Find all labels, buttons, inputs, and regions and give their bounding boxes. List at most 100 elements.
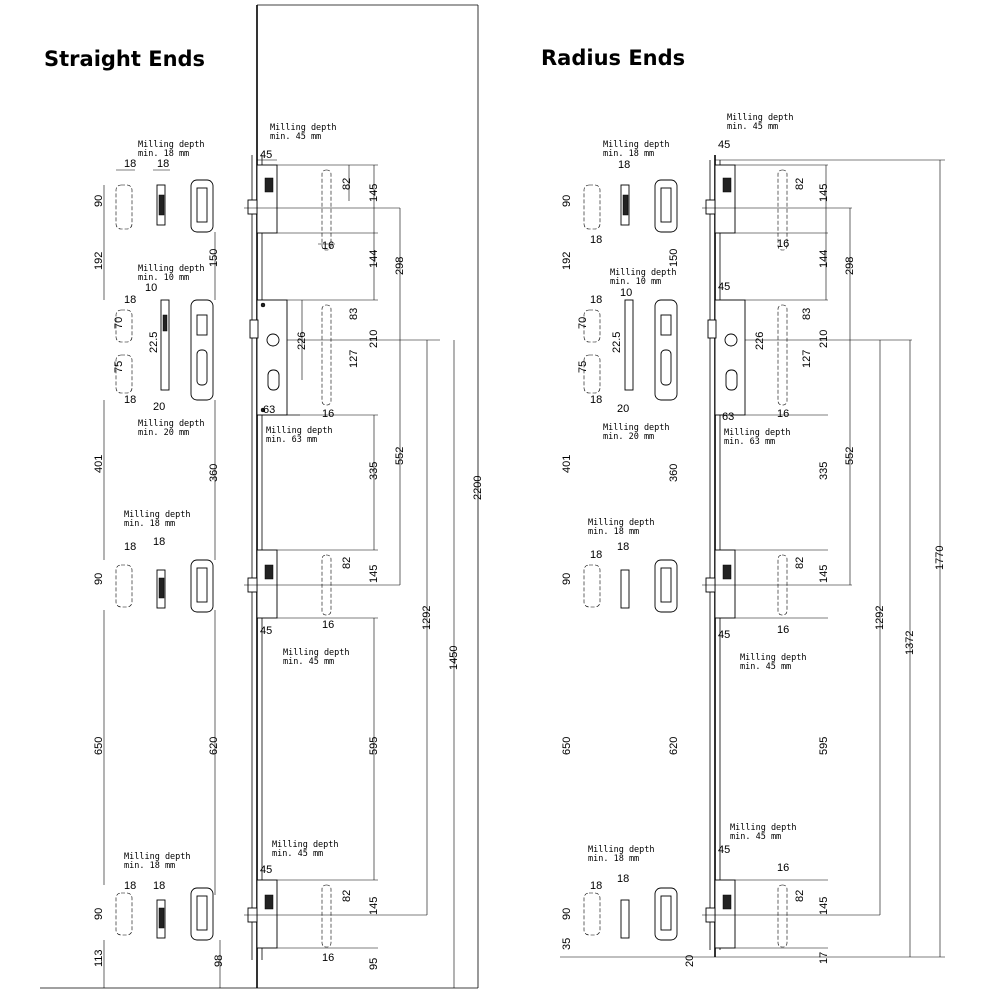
svg-text:18: 18: [617, 873, 629, 885]
middle-hook-lock: [244, 549, 400, 619]
svg-text:18: 18: [124, 394, 136, 406]
svg-text:90: 90: [561, 573, 573, 585]
svg-text:145: 145: [818, 897, 830, 915]
svg-text:90: 90: [561, 195, 573, 207]
main-strike-set-right: [583, 299, 678, 401]
dim-63: 63: [263, 404, 275, 416]
bottom-hook-lock-right: [702, 879, 880, 949]
top-strike-set-right: [583, 179, 678, 233]
radius-ends-drawing: Milling depth min. 45 mm 45 82 145 16 14…: [560, 113, 946, 967]
dim-650: 650: [93, 737, 105, 755]
svg-text:min. 10 mm: min. 10 mm: [138, 273, 189, 283]
svg-text:18: 18: [124, 158, 136, 170]
svg-text:127: 127: [801, 350, 813, 368]
svg-text:10: 10: [145, 282, 157, 294]
svg-text:min. 63 mm: min. 63 mm: [724, 437, 775, 447]
svg-text:45: 45: [718, 139, 730, 151]
dim-90-top: 90: [93, 195, 105, 207]
dim-75: 75: [113, 361, 125, 373]
dim-1292: 1292: [421, 606, 433, 630]
dim-22-5: 22.5: [148, 332, 160, 353]
svg-text:650: 650: [561, 737, 573, 755]
middle-strike-set: [115, 559, 214, 613]
svg-text:18: 18: [124, 541, 136, 553]
dim-210: 210: [368, 330, 380, 348]
bottom-strike-set-right: [583, 887, 678, 941]
svg-text:45: 45: [718, 844, 730, 856]
svg-text:360: 360: [668, 464, 680, 482]
svg-text:63: 63: [722, 411, 734, 423]
svg-text:145: 145: [818, 184, 830, 202]
svg-text:min. 18 mm: min. 18 mm: [124, 519, 175, 529]
svg-text:16: 16: [322, 952, 334, 964]
svg-text:70: 70: [577, 317, 589, 329]
dim-144: 144: [368, 250, 380, 268]
svg-text:298: 298: [844, 257, 856, 275]
svg-text:620: 620: [668, 737, 680, 755]
svg-text:Milling depth: Milling depth: [588, 518, 655, 528]
svg-text:min. 45 mm: min. 45 mm: [272, 849, 323, 859]
straight-ends-drawing: 45 Milling depth min. 45 mm 82 145 16 Mi…: [40, 4, 484, 989]
svg-text:Milling depth: Milling depth: [610, 268, 677, 278]
svg-text:min. 45 mm: min. 45 mm: [730, 832, 781, 842]
dim-113: 113: [93, 949, 105, 967]
svg-text:45: 45: [718, 629, 730, 641]
svg-text:Milling depth: Milling depth: [603, 423, 670, 433]
svg-text:595: 595: [818, 737, 830, 755]
dim-401: 401: [93, 455, 105, 473]
svg-text:18: 18: [590, 294, 602, 306]
svg-text:18: 18: [590, 549, 602, 561]
middle-hook-lock-right: [702, 549, 852, 619]
svg-text:144: 144: [818, 250, 830, 268]
dim-620: 620: [208, 737, 220, 755]
top-hook-lock-right: [702, 164, 852, 300]
svg-text:18: 18: [153, 536, 165, 548]
svg-text:90: 90: [93, 908, 105, 920]
dim-45-top: 45: [260, 149, 272, 161]
svg-text:18: 18: [124, 294, 136, 306]
svg-text:18: 18: [153, 880, 165, 892]
dim-226: 226: [296, 332, 308, 350]
dim-95: 95: [368, 958, 380, 970]
svg-text:Milling depth: Milling depth: [727, 113, 794, 123]
dim-127: 127: [348, 350, 360, 368]
dim-98: 98: [213, 955, 225, 967]
svg-text:Milling depth: Milling depth: [124, 852, 191, 862]
dim-35: 35: [561, 938, 573, 950]
svg-text:82: 82: [794, 890, 806, 902]
svg-text:min. 20 mm: min. 20 mm: [138, 428, 189, 438]
main-lock-body: [249, 299, 440, 416]
svg-text:min. 45 mm: min. 45 mm: [727, 122, 778, 132]
svg-text:Milling depth: Milling depth: [740, 653, 807, 663]
svg-text:145: 145: [368, 565, 380, 583]
svg-text:Milling depth: Milling depth: [724, 428, 791, 438]
svg-text:192: 192: [561, 252, 573, 270]
middle-strike-set-right: [583, 559, 678, 613]
svg-text:min. 18 mm: min. 18 mm: [588, 527, 639, 537]
svg-text:210: 210: [818, 330, 830, 348]
svg-text:20: 20: [617, 403, 629, 415]
dim-150: 150: [208, 249, 220, 267]
svg-text:16: 16: [322, 408, 334, 420]
svg-text:335: 335: [818, 462, 830, 480]
svg-text:min. 18 mm: min. 18 mm: [588, 854, 639, 864]
svg-text:min. 45 mm: min. 45 mm: [740, 662, 791, 672]
svg-text:226: 226: [754, 332, 766, 350]
dim-82-top: 82: [341, 178, 353, 190]
svg-text:45: 45: [718, 281, 730, 293]
svg-text:145: 145: [368, 897, 380, 915]
dim-595: 595: [368, 737, 380, 755]
svg-text:Milling depth: Milling depth: [138, 419, 205, 429]
svg-text:16: 16: [777, 238, 789, 250]
svg-text:Milling depth: Milling depth: [138, 264, 205, 274]
svg-text:18: 18: [590, 234, 602, 246]
svg-text:min. 18 mm: min. 18 mm: [138, 149, 189, 159]
svg-text:Milling depth: Milling depth: [272, 840, 339, 850]
svg-text:Milling depth: Milling depth: [603, 140, 670, 150]
svg-text:18: 18: [618, 159, 630, 171]
main-lock-body-right: [707, 299, 912, 416]
note-milling-45: Milling depth: [270, 123, 337, 133]
svg-text:150: 150: [668, 249, 680, 267]
svg-text:82: 82: [341, 557, 353, 569]
